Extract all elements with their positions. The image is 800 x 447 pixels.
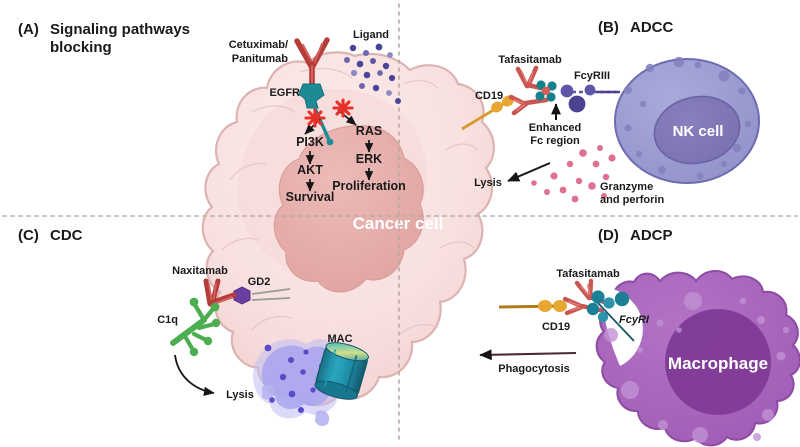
node-akt: AKT	[297, 163, 323, 177]
pathway-left: PI3K AKT Survival	[286, 108, 335, 204]
ligand-label: Ligand	[353, 29, 389, 41]
panel-a-tag: (A)	[18, 21, 39, 38]
granzyme-perforin-dots	[531, 145, 616, 203]
panel-a-title-line1: Signaling pathways	[50, 21, 190, 38]
phagocytosis-arrow	[479, 349, 577, 361]
node-ras: RAS	[356, 124, 382, 138]
node-pi3k: PI3K	[296, 135, 324, 149]
macrophage-vesicles	[604, 292, 790, 443]
panel-d-phagocytosis-label: Phagocytosis	[498, 363, 570, 375]
cd19-antigen-b	[461, 95, 514, 131]
tafasitamab-antibody-b2	[508, 94, 549, 116]
macrophage-nucleus	[665, 309, 771, 415]
panel-b-granzyme-line1: Granzyme	[600, 181, 653, 193]
gd2-antigen	[233, 286, 291, 305]
mac-pore	[314, 342, 369, 400]
panel-a: (A) Signaling pathways blocking Ligand C…	[18, 21, 406, 204]
block-mark-pi3k	[304, 108, 326, 128]
panel-c: (C) CDC GD2 Naxitamab C1q	[18, 227, 369, 427]
macrophage-cell: Macrophage	[595, 270, 800, 447]
cancer-cell-label: Cancer cell	[353, 214, 444, 233]
c1q-complement	[170, 297, 221, 357]
c1q-label: C1q	[157, 314, 178, 326]
panel-b-tag: (B)	[598, 19, 619, 36]
panel-b-antibody-label: Tafasitamab	[498, 54, 562, 66]
naxitamab-antibody	[203, 278, 237, 307]
panel-a-antibody-label-line1: Cetuximab/	[229, 39, 288, 51]
node-proliferation: Proliferation	[332, 179, 406, 193]
gd2-label: GD2	[248, 276, 271, 288]
panel-b-granzyme-line2: and perforin	[600, 194, 664, 206]
panel-b-cd19-label: CD19	[475, 90, 503, 102]
pathway-right: RAS ERK Proliferation	[332, 98, 406, 193]
cytoplasm-leak	[253, 339, 350, 427]
mac-label: MAC	[327, 333, 352, 345]
cd19-antigen-d	[498, 300, 567, 312]
lysis-arrow-c	[174, 354, 215, 396]
node-survival: Survival	[286, 190, 335, 204]
panel-d-tag: (D)	[598, 227, 619, 244]
panel-b: (B) ADCC NK cell CD19 Tafasitamab	[461, 19, 760, 206]
panel-c-title: CDC	[50, 227, 83, 244]
panel-a-title-line2: blocking	[50, 39, 112, 56]
nk-cell-nucleus	[653, 95, 741, 165]
panel-b-fc-label-line1: Enhanced	[529, 122, 582, 134]
nk-cell-granules	[624, 56, 752, 180]
panel-d-cd19-label: CD19	[542, 321, 570, 333]
lysis-arrow-b	[507, 162, 551, 182]
cancer-cell: Cancer cell	[201, 51, 495, 407]
nk-cell: NK cell	[614, 56, 760, 184]
egfr-label: EGFR	[269, 87, 300, 99]
panel-d-title: ADCP	[630, 227, 673, 244]
enhanced-fc-region-dots	[535, 80, 557, 102]
cancer-cell-nucleus	[273, 125, 424, 293]
macrophage-label: Macrophage	[668, 354, 768, 373]
panel-c-tag: (C)	[18, 227, 39, 244]
fcgriii-label: FcyRIII	[574, 70, 610, 82]
panel-a-antibody-label-line2: Panitumab	[232, 53, 289, 65]
fcgri-label: FcyRI	[619, 314, 650, 326]
block-mark-ras	[332, 98, 354, 118]
panel-b-fc-label-line2: Fc region	[530, 135, 580, 147]
panel-c-lysis-label: Lysis	[226, 389, 254, 401]
node-erk: ERK	[356, 152, 382, 166]
cetuximab-antibody	[294, 37, 330, 86]
panel-b-title: ADCC	[630, 19, 673, 36]
fcgriii-receptor	[560, 84, 620, 113]
fcgri-receptor	[586, 290, 635, 342]
panel-d: (D) ADCP Macrophage CD19 Tafasitamab	[479, 227, 800, 447]
naxitamab-label: Naxitamab	[172, 265, 228, 277]
panel-b-lysis-label: Lysis	[474, 177, 502, 189]
nk-cell-label: NK cell	[673, 123, 724, 140]
panel-d-antibody-label: Tafasitamab	[556, 268, 620, 280]
ligand-dots	[344, 43, 401, 104]
